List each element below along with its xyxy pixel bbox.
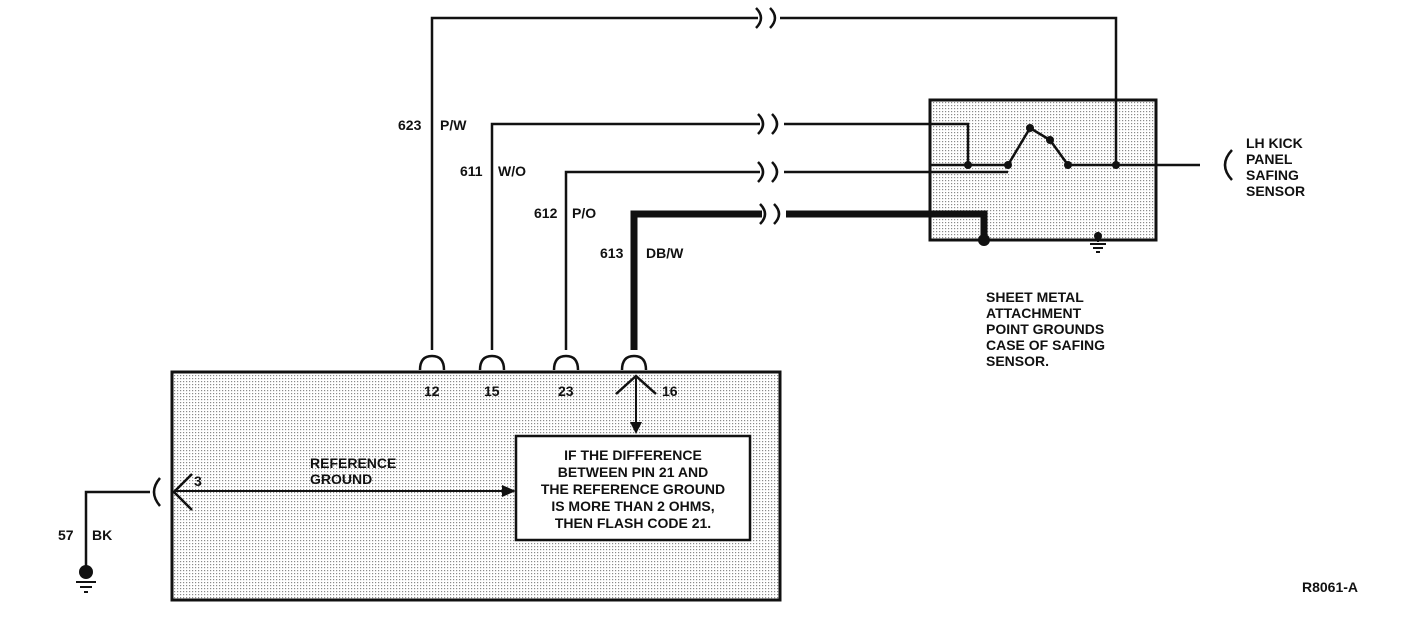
case-ground-point bbox=[978, 234, 990, 246]
note-line-1: IF THE DIFFERENCE bbox=[564, 447, 702, 463]
wire-612-color: P/O bbox=[572, 205, 596, 221]
pin-15-label: 15 bbox=[484, 383, 500, 399]
note-line-4: IS MORE THAN 2 OHMS, bbox=[551, 498, 714, 514]
pin-16-connector bbox=[620, 354, 648, 371]
sensor-internal-wire bbox=[930, 126, 1200, 167]
sensor-label-1: LH KICK bbox=[1246, 135, 1303, 151]
sensor-contact bbox=[1046, 136, 1054, 144]
sensor-contact bbox=[1112, 161, 1120, 169]
sensor-contact bbox=[1004, 161, 1012, 169]
pin-23-label: 23 bbox=[558, 383, 574, 399]
ground-note-4: CASE OF SAFING bbox=[986, 337, 1105, 353]
pin-23-connector bbox=[552, 354, 580, 371]
sensor-label-4: SENSOR bbox=[1246, 183, 1305, 199]
pin-12-label: 12 bbox=[424, 383, 440, 399]
sensor-label-3: SAFING bbox=[1246, 167, 1299, 183]
wire-613-right bbox=[786, 210, 988, 240]
pin-3-probe bbox=[172, 473, 193, 511]
figure-id: R8061-A bbox=[1302, 579, 1358, 595]
wire-611-right bbox=[784, 122, 970, 165]
pin-3-label: 3 bbox=[194, 473, 202, 489]
ground-note-3: POINT GROUNDS bbox=[986, 321, 1104, 337]
pin-16-label: 16 bbox=[662, 383, 678, 399]
wire-623-circuit: 623 bbox=[398, 117, 422, 133]
wire-623-color: P/W bbox=[440, 117, 467, 133]
note-line-5: THEN FLASH CODE 21. bbox=[555, 515, 711, 531]
sensor-junction bbox=[964, 161, 972, 169]
reference-ground-label-1: REFERENCE bbox=[310, 455, 396, 471]
wire-57 bbox=[84, 490, 150, 566]
pin-15-connector bbox=[478, 354, 506, 371]
wire-613-color: DB/W bbox=[646, 245, 684, 261]
connector-613 bbox=[759, 203, 781, 225]
sensor-contact bbox=[1064, 161, 1072, 169]
reference-ground-arrowhead bbox=[502, 485, 516, 497]
wire-613 bbox=[630, 210, 762, 350]
wire-611-color: W/O bbox=[498, 163, 526, 179]
pin-3-connector bbox=[152, 477, 161, 507]
wire-57-circuit: 57 bbox=[58, 527, 74, 543]
ground-note-5: SENSOR. bbox=[986, 353, 1049, 369]
note-line-2: BETWEEN PIN 21 AND bbox=[558, 464, 708, 480]
wire-611 bbox=[490, 122, 760, 350]
wire-623 bbox=[430, 16, 758, 350]
wire-612-circuit: 612 bbox=[534, 205, 558, 221]
wire-611-circuit: 611 bbox=[460, 163, 483, 179]
chassis-ground-icon bbox=[76, 565, 96, 593]
pin-16-arrowhead bbox=[630, 422, 642, 434]
wire-623-right bbox=[780, 16, 1118, 165]
sensor-output-connector bbox=[1223, 149, 1233, 181]
sensor-ground-icon bbox=[1090, 232, 1106, 253]
note-box bbox=[514, 434, 752, 542]
wire-57-color: BK bbox=[92, 527, 112, 543]
reference-ground-label-2: GROUND bbox=[310, 471, 372, 487]
pin-12-connector bbox=[418, 354, 446, 371]
connector-623 bbox=[755, 7, 777, 29]
safing-sensor-box bbox=[928, 98, 1158, 242]
connector-612 bbox=[757, 161, 779, 183]
ground-note-2: ATTACHMENT bbox=[986, 305, 1082, 321]
connector-611 bbox=[757, 113, 779, 135]
note-line-3: THE REFERENCE GROUND bbox=[541, 481, 725, 497]
wire-613-circuit: 613 bbox=[600, 245, 624, 261]
sensor-label-2: PANEL bbox=[1246, 151, 1293, 167]
sensor-contact bbox=[1026, 124, 1034, 132]
ground-note-1: SHEET METAL bbox=[986, 289, 1084, 305]
wire-612 bbox=[564, 170, 760, 350]
pin-16-probe bbox=[615, 374, 657, 395]
